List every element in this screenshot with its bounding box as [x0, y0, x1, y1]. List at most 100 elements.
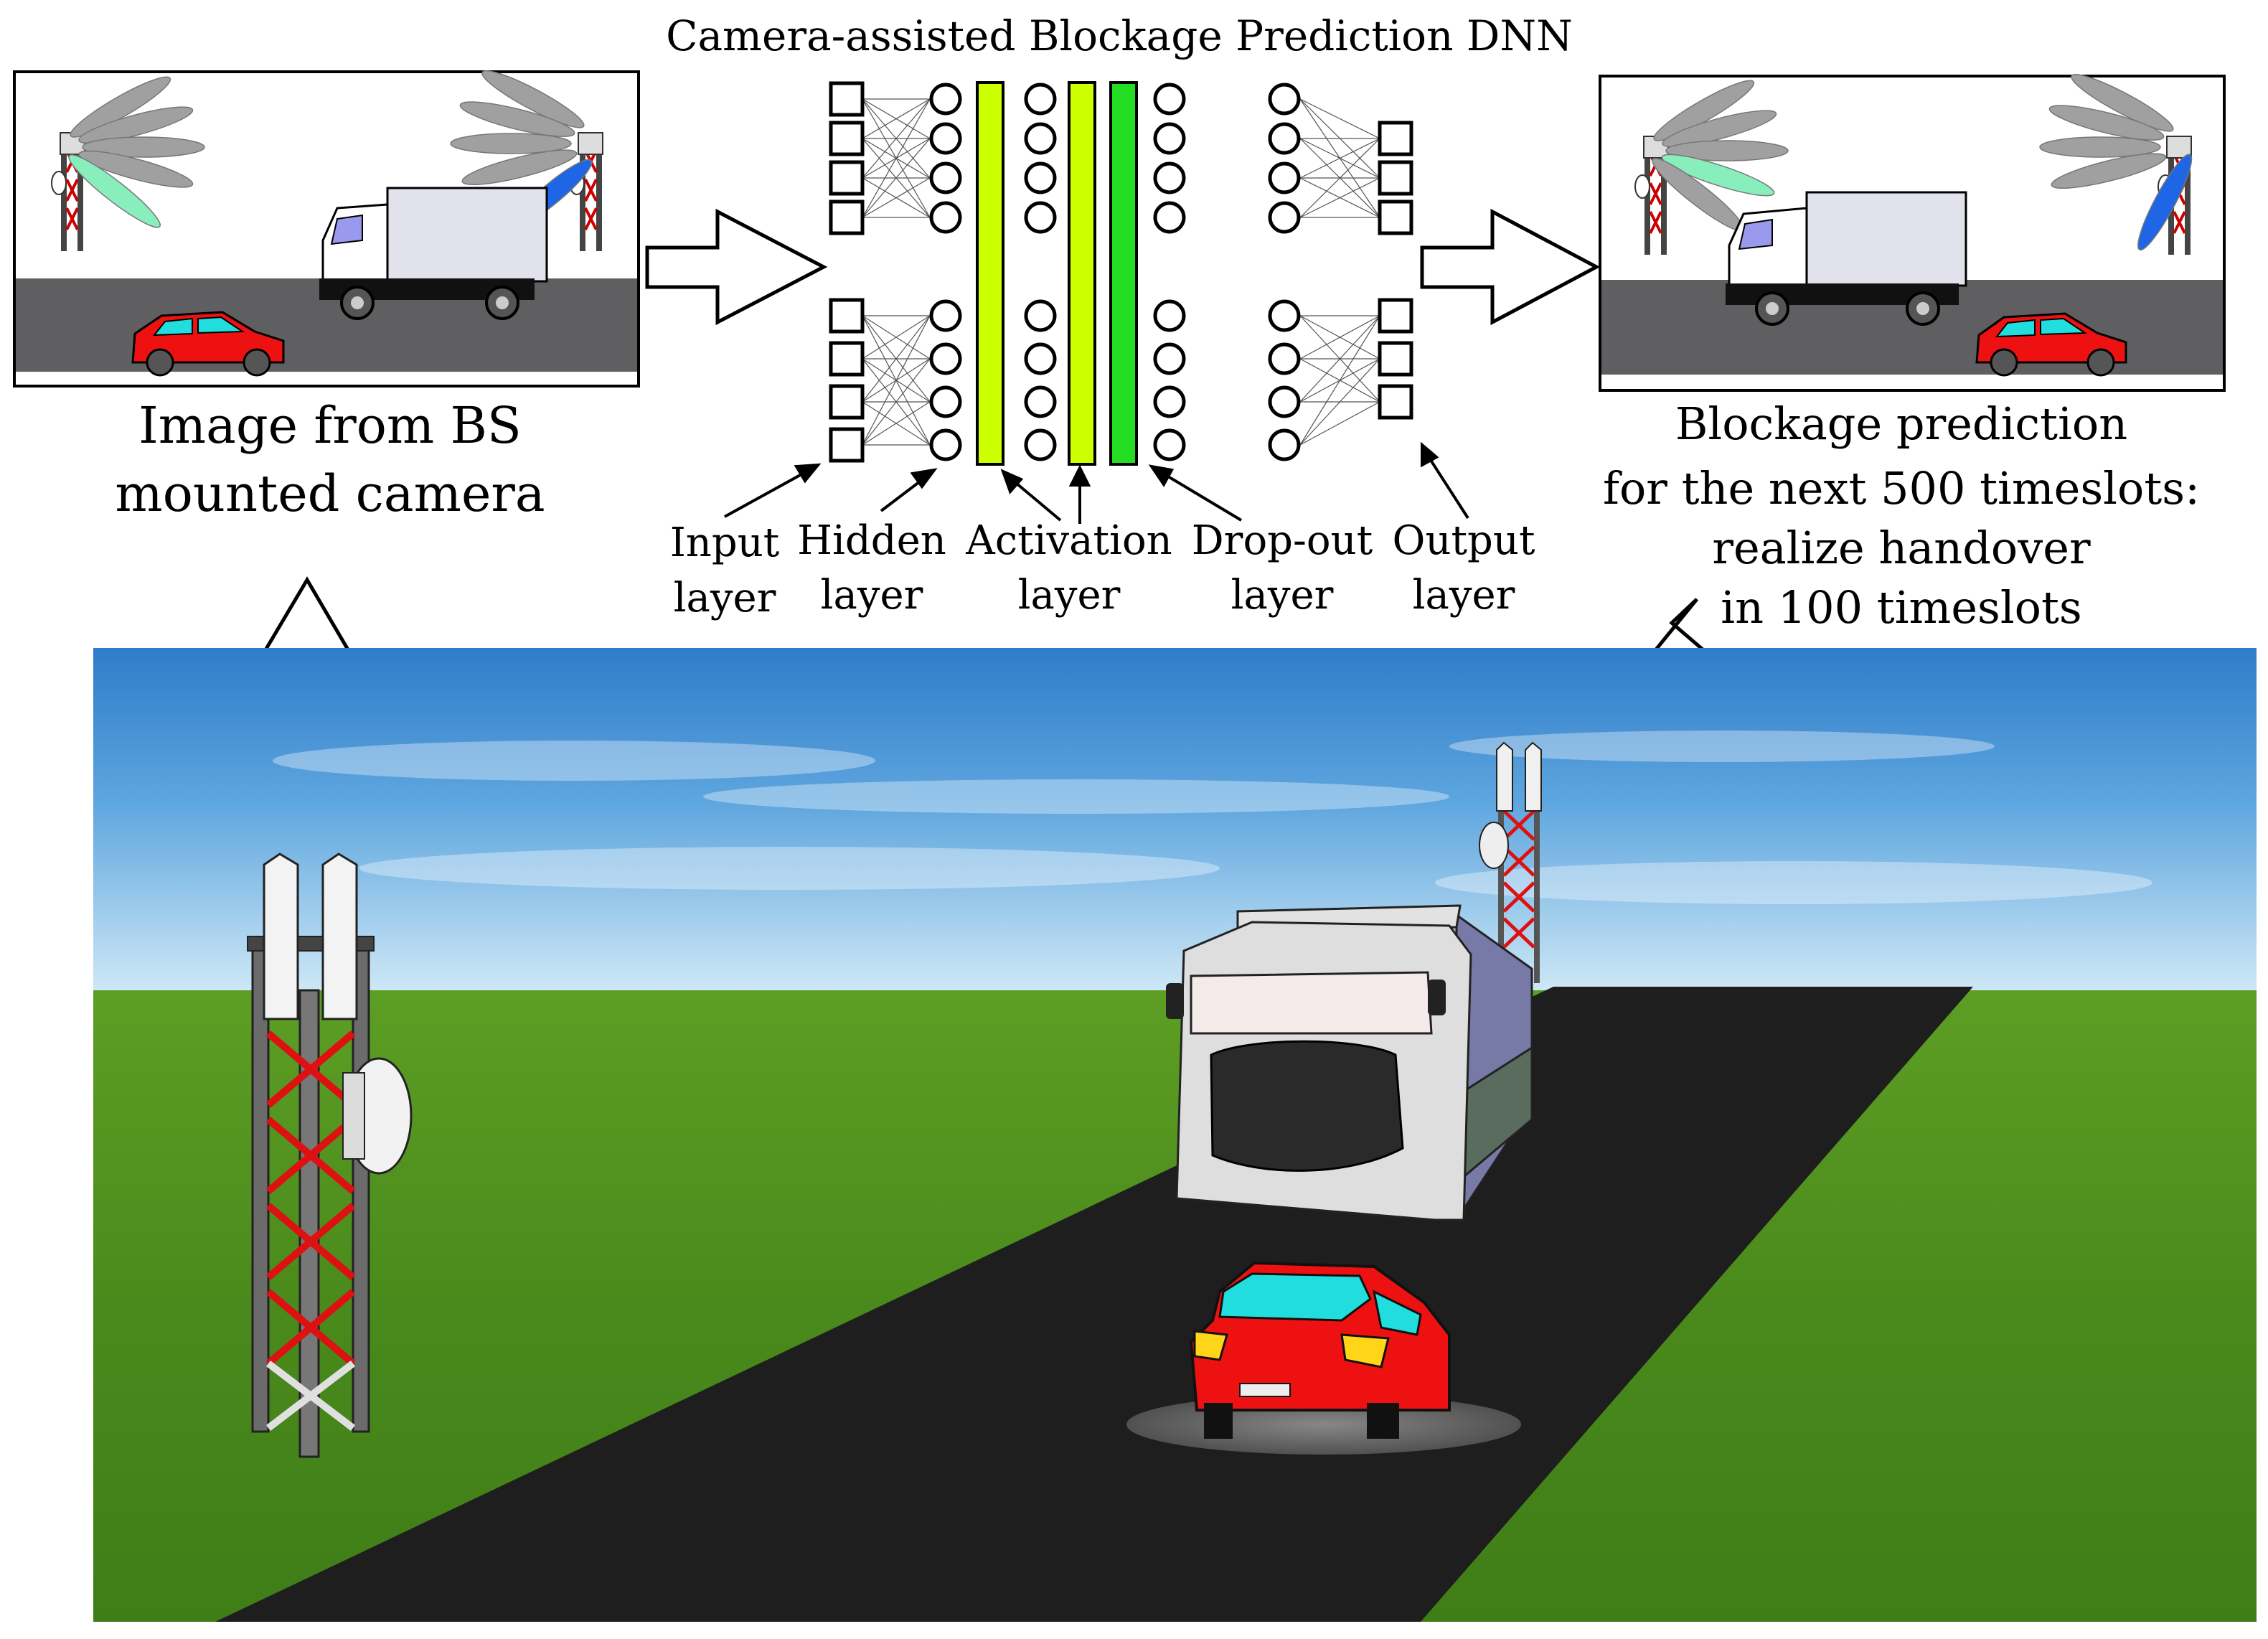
nn-square-node — [1378, 341, 1413, 377]
nn-circle-node — [1024, 385, 1057, 418]
sky — [93, 648, 2257, 992]
dropout-layer-label: Drop-out — [1192, 517, 1373, 564]
nn-circle-node — [929, 342, 962, 375]
cell-tower-icon — [247, 853, 413, 1458]
nn-circle-node — [929, 161, 962, 194]
pointer-arrow — [1159, 471, 1243, 522]
right-caption-line3: realize handover — [1712, 522, 2091, 574]
nn-circle-node — [1153, 428, 1186, 461]
nn-circle-node — [1268, 428, 1301, 461]
left-caption-line1: Image from BS — [138, 396, 522, 455]
nn-edge — [1299, 138, 1380, 218]
nn-circle-node — [929, 428, 962, 461]
input-layer-label: Input — [670, 520, 780, 566]
nn-circle-node — [1268, 201, 1301, 234]
nn-circle-node — [929, 83, 962, 116]
output-layer-label: layer — [1413, 572, 1515, 619]
nn-edge — [862, 98, 931, 179]
beam-pattern-left — [68, 76, 205, 228]
nn-edge — [862, 358, 931, 446]
nn-square-node — [829, 298, 865, 334]
diagram-title: Camera-assisted Blockage Prediction DNN — [666, 11, 1573, 60]
nn-circle-node — [1024, 161, 1057, 194]
nn-circle-node — [929, 385, 962, 418]
nn-circle-node — [1153, 201, 1186, 234]
car-icon — [131, 311, 285, 377]
nn-circle-node — [1024, 83, 1057, 116]
nn-circle-node — [1024, 342, 1057, 375]
scene-photo — [93, 648, 2257, 1622]
dropout-layer-label: layer — [1231, 572, 1334, 619]
truck-icon — [319, 187, 548, 320]
pointer-arrow — [724, 469, 810, 518]
nn-circle-node — [1024, 122, 1057, 155]
dnn-diagram: Input layer Hidden layer Activation laye… — [670, 81, 1535, 621]
beam-pattern-left — [1652, 80, 1789, 232]
nn-circle-node — [1268, 122, 1301, 155]
nn-edge — [862, 138, 931, 218]
nn-square-node — [829, 384, 865, 420]
beam-pattern-right — [2039, 74, 2193, 251]
left-caption-line2: mounted camera — [115, 464, 545, 523]
camera-image-panel-right — [1599, 74, 2226, 392]
camera-image-panel-left — [13, 70, 640, 388]
activation-layer-bar — [976, 81, 1004, 466]
nn-square-node — [1378, 298, 1413, 334]
arrow-head-icon — [794, 463, 822, 484]
nn-circle-node — [1153, 299, 1186, 332]
nn-edge — [1299, 358, 1380, 446]
nn-edge — [1299, 177, 1380, 218]
right-caption-line4: in 100 timeslots — [1721, 581, 2081, 634]
nn-square-node — [1378, 384, 1413, 420]
nn-edge — [1299, 315, 1380, 360]
nn-edge — [862, 315, 931, 403]
nn-square-node — [1378, 160, 1413, 196]
nn-circle-node — [1153, 342, 1186, 375]
tower-icon — [1634, 136, 1669, 255]
arrow-right-icon — [1420, 208, 1601, 326]
activation-layer-label: Activation — [965, 517, 1172, 564]
arrow-head-icon — [1421, 441, 1439, 468]
nn-edge — [1299, 98, 1380, 139]
nn-edge — [862, 315, 931, 446]
nn-nodes — [829, 81, 1413, 463]
nn-circle-node — [1153, 122, 1186, 155]
nn-square-node — [1378, 121, 1413, 156]
arrow-head-icon — [1148, 464, 1175, 487]
nn-edge — [862, 401, 931, 446]
nn-square-node — [1378, 199, 1413, 235]
nn-edge — [862, 98, 931, 139]
right-caption-line1: Blockage prediction — [1675, 398, 2127, 450]
nn-square-node — [829, 81, 865, 117]
nn-square-node — [829, 341, 865, 377]
pointer-arrow — [1426, 454, 1469, 520]
nn-circle-node — [929, 122, 962, 155]
nn-square-node — [829, 121, 865, 156]
nn-circle-node — [1024, 299, 1057, 332]
road — [215, 987, 1973, 1622]
nn-circle-node — [1268, 83, 1301, 116]
nn-circle-node — [929, 201, 962, 234]
arrow-head-icon — [1000, 469, 1024, 494]
nn-circle-node — [1268, 161, 1301, 194]
output-layer-label: Output — [1393, 517, 1535, 564]
nn-edge — [862, 315, 931, 360]
hidden-layer-label: layer — [821, 572, 923, 619]
nn-edge — [862, 98, 931, 218]
nn-edge — [1299, 138, 1380, 179]
nn-circle-node — [1153, 161, 1186, 194]
nn-square-node — [829, 160, 865, 196]
activation-layer-label: layer — [1018, 572, 1121, 619]
nn-square-node — [829, 199, 865, 235]
input-layer-label: layer — [674, 575, 776, 621]
nn-circle-node — [1268, 385, 1301, 418]
arrow-right-icon — [645, 208, 828, 326]
car-icon — [1975, 312, 2127, 377]
nn-edge — [1299, 315, 1380, 446]
nn-edge — [1299, 401, 1380, 446]
truck-icon — [1726, 191, 1967, 326]
pointer-arrow — [1010, 478, 1062, 522]
car-icon — [1126, 1261, 1521, 1455]
arrow-head-icon — [1068, 464, 1091, 487]
nn-circle-node — [929, 299, 962, 332]
